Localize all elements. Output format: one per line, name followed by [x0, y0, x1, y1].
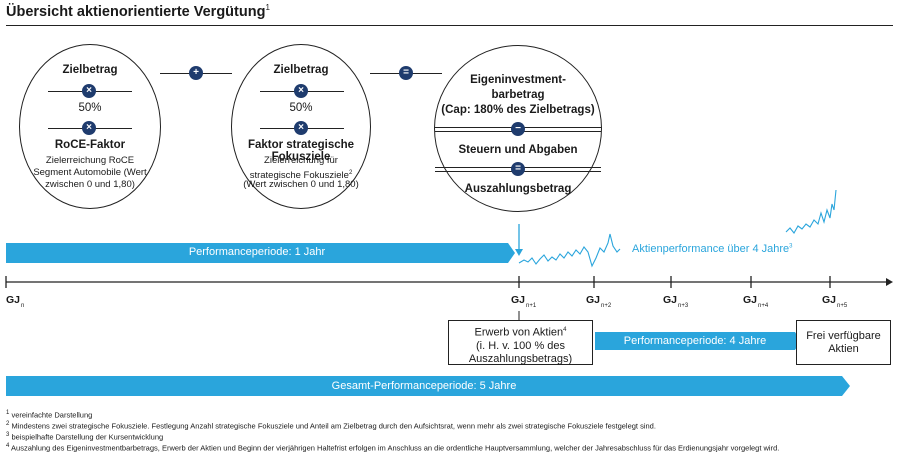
perf4-band [595, 332, 801, 350]
desc-line: Segment Automobile (Wert [33, 167, 147, 178]
plus-icon: + [189, 66, 203, 80]
buy-line: Erwerb von Aktien4 [474, 326, 567, 339]
desc-line: (Wert zwischen 0 und 1,80) [243, 179, 359, 190]
investment-label: Eigeninvestment- [470, 74, 566, 86]
gj-label-n5: GJn+5 [822, 294, 848, 309]
buy-shares-box: Erwerb von Aktien4 (i. H. v. 100 % des A… [448, 320, 593, 365]
free-line: Aktien [828, 343, 859, 355]
footnote: 1 vereinfachte Darstellung [6, 410, 93, 420]
perf1-band [6, 243, 515, 263]
page-title: Übersicht aktienorientierte Vergütung1 [6, 3, 270, 20]
minus-icon: − [511, 122, 525, 136]
times-icon: × [82, 84, 96, 98]
desc-line: Zielerreichung für [264, 155, 338, 166]
title-rule [6, 25, 893, 26]
free-line: Frei verfügbare [806, 330, 881, 342]
footnote: 3 beispielhafte Darstellung der Kursentw… [6, 432, 164, 442]
percent-label: 50% [289, 102, 313, 114]
times-icon: × [294, 84, 308, 98]
taxes-label: Steuern und Abgaben [458, 144, 578, 156]
stock-performance-label: Aktienperformance über 4 Jahre3 [632, 243, 793, 255]
gj-label-n2: GJn+2 [586, 294, 612, 309]
payout-label: Auszahlungsbetrag [464, 183, 572, 195]
target-label: Zielbetrag [62, 64, 118, 76]
times-icon: × [82, 121, 96, 135]
desc-line: strategische Fokusziele2 [249, 170, 353, 182]
equals-icon: = [399, 66, 413, 80]
target-label: Zielbetrag [273, 64, 329, 76]
times-icon: × [294, 121, 308, 135]
focus-circle: Zielbetrag × 50% × Faktor strategische F… [231, 44, 371, 209]
total-band [6, 376, 850, 396]
timeline-arrowhead [886, 278, 893, 286]
equals-icon: = [511, 162, 525, 176]
gj-label-n: GJn [6, 294, 25, 309]
down-arrow-head [515, 249, 523, 256]
total-label: Gesamt-Performanceperiode: 5 Jahre [331, 380, 517, 392]
investment-label: barbetrag [491, 89, 545, 101]
stock-line [518, 233, 621, 268]
buy-line: (i. H. v. 100 % des [475, 339, 566, 352]
desc-line: zwischen 0 und 1,80) [45, 179, 135, 190]
roce-circle: Zielbetrag × 50% × RoCE-Faktor Zielerrei… [19, 44, 161, 209]
percent-label: 50% [78, 102, 102, 114]
factor-label: RoCE-Faktor [54, 139, 126, 151]
gj-label-n1: GJn+1 [511, 294, 537, 309]
gj-label-n3: GJn+3 [663, 294, 689, 309]
perf4-label: Performanceperiode: 4 Jahre [623, 335, 767, 347]
gj-label-n4: GJn+4 [743, 294, 769, 309]
stock-line [785, 189, 837, 234]
free-shares-box: Frei verfügbare Aktien [796, 320, 891, 365]
payout-circle: Eigeninvestment- barbetrag (Cap: 180% de… [434, 45, 602, 212]
footnote: 2 Mindestens zwei strategische Fokusziel… [6, 421, 656, 431]
perf1-label: Performanceperiode: 1 Jahr [188, 246, 326, 258]
buy-line: Auszahlungsbetrags) [468, 352, 573, 365]
footnote: 4 Auszahlung des Eigeninvestmentbarbetra… [6, 443, 780, 453]
cap-label: (Cap: 180% des Zielbetrags) [441, 104, 595, 116]
desc-line: Zielerreichung RoCE [45, 155, 135, 166]
factor-label: Faktor strategische Fokusziele [247, 139, 355, 163]
